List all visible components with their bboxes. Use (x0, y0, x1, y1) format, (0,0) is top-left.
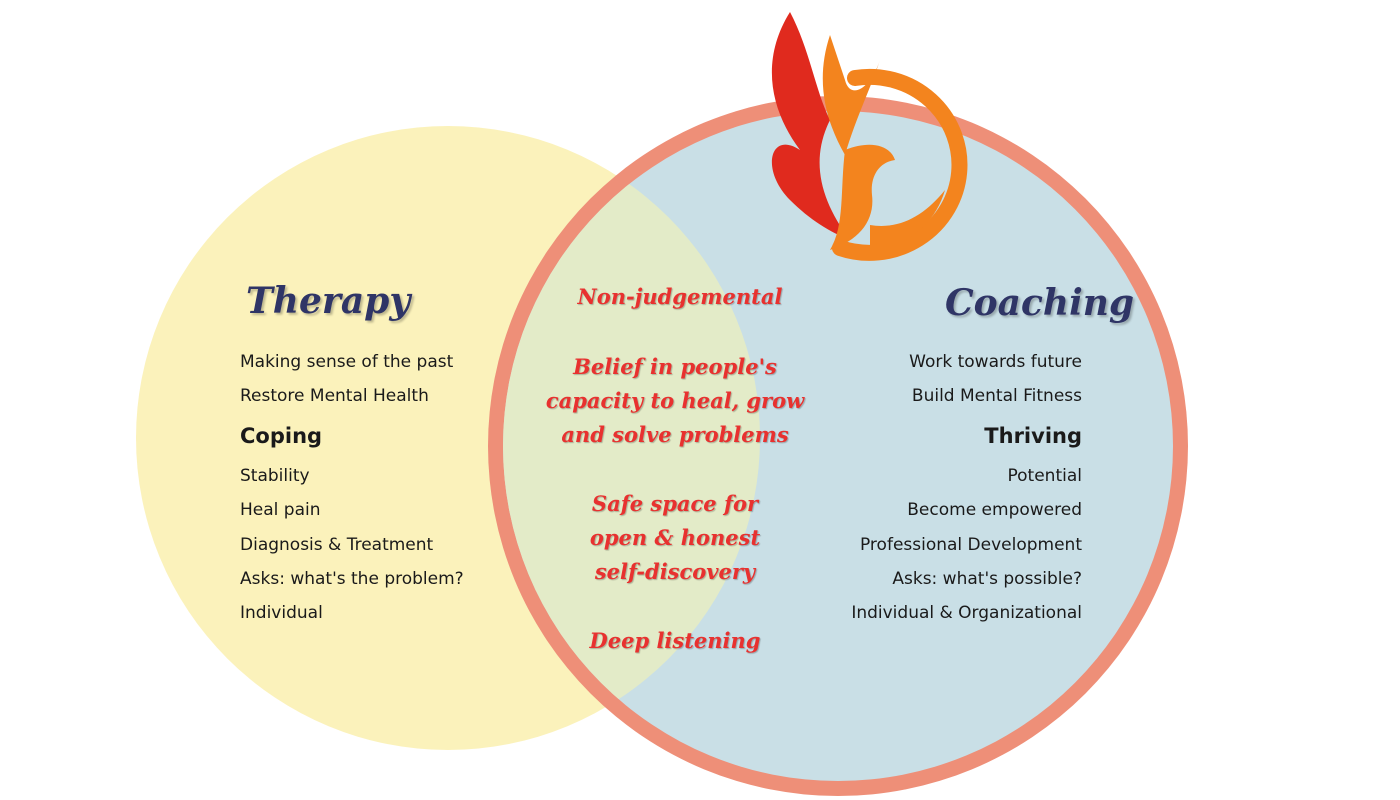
therapy-title: Therapy (246, 280, 411, 322)
shared-item-non-judgemental: Non-judgemental (577, 284, 783, 309)
shared-item-safe-space: Safe space for open & honest self-discov… (589, 491, 761, 584)
coaching-item: Individual & Organizational (851, 603, 1082, 623)
phoenix-ring (832, 68, 968, 261)
overlap-region (503, 126, 760, 750)
coaching-item: Potential (1007, 466, 1082, 486)
coaching-key-item: Thriving (984, 424, 1082, 448)
therapy-key-item: Coping (240, 424, 323, 448)
coaching-title: Coaching (945, 282, 1135, 324)
phoenix-body (830, 144, 895, 250)
phoenix-logo (771, 12, 968, 261)
therapy-item: Asks: what's the problem? (240, 569, 464, 589)
coaching-item: Work towards future (909, 352, 1082, 372)
therapy-item: Stability (240, 466, 310, 486)
therapy-item: Diagnosis & Treatment (240, 535, 434, 555)
coaching-item: Build Mental Fitness (911, 386, 1082, 406)
therapy-item: Individual (240, 603, 323, 623)
therapy-item: Restore Mental Health (240, 386, 429, 406)
coaching-item: Asks: what's possible? (892, 569, 1082, 589)
coaching-item: Professional Development (859, 535, 1082, 555)
therapy-item: Heal pain (240, 500, 321, 520)
therapy-item: Making sense of the past (240, 352, 454, 372)
phoenix-tail (870, 190, 945, 250)
phoenix-wing-mid (822, 35, 880, 155)
phoenix-wing-left (771, 12, 850, 240)
coaching-item: Become empowered (907, 500, 1082, 520)
shared-item-deep-listening: Deep listening (589, 628, 761, 653)
shared-item-belief: Belief in people's capacity to heal, gro… (545, 354, 805, 447)
